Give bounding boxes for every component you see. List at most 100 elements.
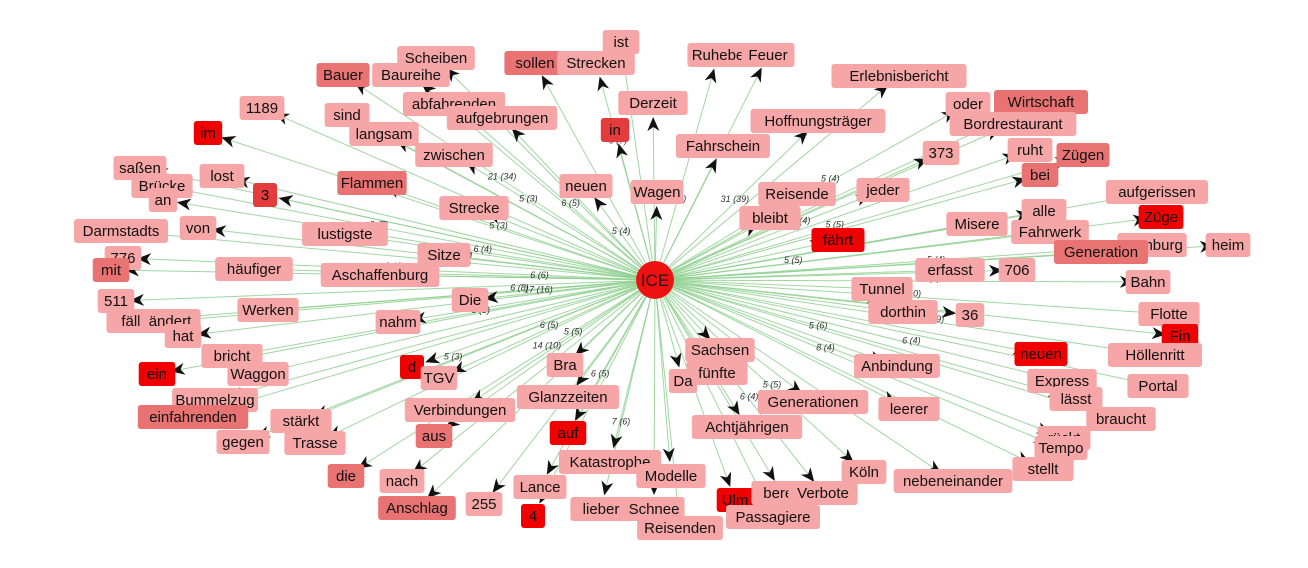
node-box[interactable] xyxy=(1205,233,1251,257)
graph-node[interactable]: Strecken xyxy=(557,51,635,75)
graph-node[interactable]: langsam xyxy=(349,122,419,146)
graph-node[interactable]: Zügen xyxy=(1056,143,1110,167)
graph-node[interactable]: Lance xyxy=(513,475,567,499)
graph-node[interactable]: Bahn xyxy=(1125,270,1171,294)
node-box[interactable] xyxy=(521,504,545,528)
graph-node[interactable]: häufiger xyxy=(215,257,293,281)
graph-node[interactable]: Flammen xyxy=(337,171,407,195)
graph-node[interactable]: Erlebnisbericht xyxy=(831,64,967,88)
graph-node[interactable]: an xyxy=(148,188,178,212)
node-box[interactable] xyxy=(602,30,640,54)
graph-node[interactable]: gegen xyxy=(216,430,270,454)
graph-node[interactable]: Katastrophe xyxy=(558,450,662,474)
node-box[interactable] xyxy=(439,196,509,220)
graph-node[interactable]: bleibt xyxy=(739,206,801,230)
node-box[interactable] xyxy=(451,288,489,312)
graph-node[interactable]: einfahrenden xyxy=(137,405,249,429)
graph-node[interactable]: Züge xyxy=(1138,205,1184,229)
graph-node[interactable]: zwischen xyxy=(415,143,493,167)
node-box[interactable] xyxy=(1021,199,1067,223)
graph-node[interactable]: Modelle xyxy=(636,464,706,488)
node-box[interactable] xyxy=(1127,374,1189,398)
node-box[interactable] xyxy=(546,353,584,377)
graph-node[interactable]: auf xyxy=(549,421,587,445)
node-box[interactable] xyxy=(138,362,176,386)
graph-node[interactable]: Fahrwerk xyxy=(1011,220,1089,244)
graph-node[interactable]: jeder xyxy=(856,178,910,202)
graph-node[interactable]: Höllenritt xyxy=(1108,343,1202,367)
node-box[interactable] xyxy=(1049,387,1103,411)
graph-node[interactable]: 706 xyxy=(998,258,1036,282)
node-box[interactable] xyxy=(131,174,193,198)
node-box[interactable] xyxy=(137,405,249,429)
node-box[interactable] xyxy=(946,212,1008,236)
node-box[interactable] xyxy=(637,516,723,540)
node-box[interactable] xyxy=(349,122,419,146)
node-box[interactable] xyxy=(686,361,748,385)
node-box[interactable] xyxy=(618,91,688,115)
node-box[interactable] xyxy=(878,397,940,421)
node-box[interactable] xyxy=(1011,220,1089,244)
node-box[interactable] xyxy=(955,303,985,327)
node-box[interactable] xyxy=(636,464,706,488)
node-box[interactable] xyxy=(559,174,613,198)
node-box[interactable] xyxy=(739,206,801,230)
node-box[interactable] xyxy=(404,398,516,422)
node-box[interactable] xyxy=(148,188,178,212)
graph-node[interactable]: Strecke xyxy=(439,196,509,220)
node-box[interactable] xyxy=(1105,180,1209,204)
node-box[interactable] xyxy=(316,63,370,87)
node-box[interactable] xyxy=(237,298,299,322)
node-box[interactable] xyxy=(1138,205,1184,229)
graph-node[interactable]: Sitze xyxy=(417,243,471,267)
node-box[interactable] xyxy=(253,183,277,207)
node-box[interactable] xyxy=(945,92,991,116)
graph-node[interactable]: 511 xyxy=(97,289,135,313)
node-box[interactable] xyxy=(1012,457,1074,481)
graph-node[interactable]: 36 xyxy=(955,303,985,327)
graph-node[interactable]: 1189 xyxy=(239,96,285,120)
graph-node[interactable]: lieber xyxy=(570,497,632,521)
node-box[interactable] xyxy=(420,366,458,390)
graph-node[interactable]: von xyxy=(179,216,217,240)
graph-node[interactable]: d xyxy=(400,355,424,379)
graph-node[interactable]: ein xyxy=(138,362,176,386)
graph-node[interactable]: nach xyxy=(379,469,425,493)
node-box[interactable] xyxy=(379,469,425,493)
graph-node[interactable]: Anbindung xyxy=(854,354,940,378)
node-box[interactable] xyxy=(668,369,698,393)
node-box[interactable] xyxy=(557,51,635,75)
node-box[interactable] xyxy=(324,103,370,127)
graph-node[interactable]: ruht xyxy=(1007,138,1053,162)
node-box[interactable] xyxy=(549,421,587,445)
node-box[interactable] xyxy=(417,243,471,267)
node-box[interactable] xyxy=(949,112,1077,136)
node-box[interactable] xyxy=(97,289,135,313)
graph-node[interactable]: Generationen xyxy=(757,390,869,414)
graph-node[interactable]: mit xyxy=(92,258,130,282)
graph-node[interactable]: fünfte xyxy=(686,361,748,385)
node-box[interactable] xyxy=(600,118,630,142)
graph-node[interactable]: Darmstadts xyxy=(74,219,168,243)
node-box[interactable] xyxy=(691,415,803,439)
graph-node[interactable]: dorthin xyxy=(868,300,938,324)
node-box[interactable] xyxy=(570,497,632,521)
graph-node[interactable]: stärkt xyxy=(270,409,332,433)
node-box[interactable] xyxy=(856,178,910,202)
graph-node[interactable]: Trasse xyxy=(284,431,346,455)
graph-node[interactable]: aufgerissen xyxy=(1105,180,1209,204)
node-box[interactable] xyxy=(239,96,285,120)
graph-node[interactable]: Verbindungen xyxy=(404,398,516,422)
graph-node[interactable]: aufgebrungen xyxy=(446,106,558,130)
graph-node[interactable]: lustigste xyxy=(302,222,388,246)
node-box[interactable] xyxy=(1125,270,1171,294)
node-box[interactable] xyxy=(854,354,940,378)
node-box[interactable] xyxy=(1034,436,1088,460)
graph-node[interactable]: Misere xyxy=(946,212,1008,236)
node-box[interactable] xyxy=(199,164,245,188)
graph-node[interactable]: 373 xyxy=(922,141,960,165)
graph-node[interactable]: alle xyxy=(1021,199,1067,223)
graph-node[interactable]: Achtjährigen xyxy=(691,415,803,439)
graph-node[interactable]: ist xyxy=(602,30,640,54)
node-box[interactable] xyxy=(915,258,985,282)
